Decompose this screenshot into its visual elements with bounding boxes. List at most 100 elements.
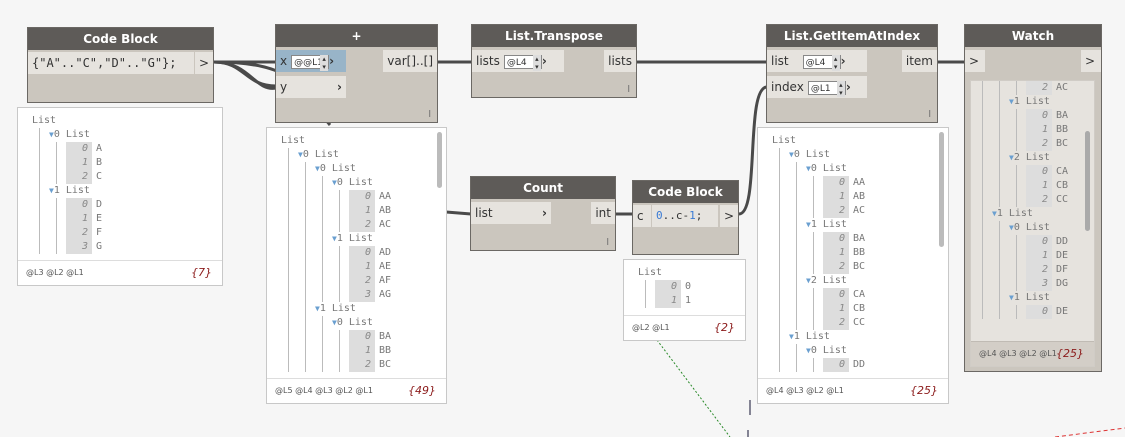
item-value: BB xyxy=(1056,124,1069,135)
input-port[interactable]: > xyxy=(965,50,985,72)
item-index: 0 xyxy=(823,288,849,302)
list-level[interactable]: @L4 xyxy=(802,54,841,71)
input-port-c[interactable]: c xyxy=(633,205,651,227)
expand-triangle-icon[interactable]: ▼ xyxy=(49,186,54,195)
output-port[interactable]: > xyxy=(720,205,738,227)
expand-triangle-icon[interactable]: ▼ xyxy=(789,332,794,341)
expand-triangle-icon[interactable]: ▼ xyxy=(332,318,337,327)
list-header[interactable]: List xyxy=(281,134,436,148)
list-header[interactable]: ▼0 List xyxy=(332,176,436,190)
code-block-node-1[interactable]: Code Block {"A".."C","D".."G"}; > xyxy=(27,27,214,103)
item-index: 0 xyxy=(349,330,375,344)
lacing-indicator[interactable]: l xyxy=(606,238,609,248)
list-level[interactable]: @L4 xyxy=(503,54,542,71)
count-node[interactable]: Count list› int l xyxy=(470,176,616,251)
list-header[interactable]: ▼0 List xyxy=(806,344,938,358)
list-index: 0 xyxy=(53,129,66,140)
code-editor[interactable]: 0..c-1; xyxy=(652,205,718,227)
list-header[interactable]: ▼1 List xyxy=(789,330,938,344)
expand-triangle-icon[interactable]: ▼ xyxy=(806,220,811,229)
list-header[interactable]: ▼0 List xyxy=(298,148,436,162)
list-index: 0 xyxy=(302,149,315,160)
list-header[interactable]: ▼1 List xyxy=(992,207,1084,221)
expand-triangle-icon[interactable]: ▼ xyxy=(789,150,794,159)
list-header[interactable]: ▼2 List xyxy=(806,274,938,288)
list-header[interactable]: ▼1 List xyxy=(315,302,436,316)
list-levels: @L3 @L2 @L1 xyxy=(26,268,84,277)
expand-triangle-icon[interactable]: ▼ xyxy=(992,209,997,218)
item-value: AA xyxy=(379,191,392,202)
expand-triangle-icon[interactable]: ▼ xyxy=(1009,293,1014,302)
code-editor[interactable]: {"A".."C","D".."G"}; xyxy=(28,52,194,74)
expand-triangle-icon[interactable]: ▼ xyxy=(332,234,337,243)
output-port[interactable]: int xyxy=(591,202,615,224)
get-item-at-index-node[interactable]: List.GetItemAtIndex list@L4› index@L1› i… xyxy=(766,24,938,123)
expand-triangle-icon[interactable]: ▼ xyxy=(315,304,320,313)
list-header[interactable]: ▼2 List xyxy=(1009,151,1084,165)
list-header[interactable]: ▼0 List xyxy=(332,316,436,330)
expand-triangle-icon[interactable]: ▼ xyxy=(49,130,54,139)
list-header[interactable]: List xyxy=(32,114,212,128)
code-block-node-2[interactable]: Code Block c 0..c-1; > xyxy=(632,180,739,255)
scrollbar[interactable] xyxy=(1085,131,1090,231)
input-port-lists[interactable]: lists@L4› xyxy=(472,50,564,72)
expand-triangle-icon[interactable]: ▼ xyxy=(1009,153,1014,162)
list-label: List xyxy=(638,267,663,278)
expand-triangle-icon[interactable]: ▼ xyxy=(806,276,811,285)
list-label: List xyxy=(331,303,356,314)
list-header[interactable]: ▼1 List xyxy=(1009,291,1084,305)
output-port[interactable]: > xyxy=(1081,50,1101,72)
expand-triangle-icon[interactable]: ▼ xyxy=(806,346,811,355)
list-header[interactable]: ▼1 List xyxy=(1009,95,1084,109)
list-header[interactable]: ▼1 List xyxy=(49,184,212,198)
list-header[interactable]: List xyxy=(638,266,735,280)
expand-triangle-icon[interactable]: ▼ xyxy=(315,164,320,173)
item-value: DE xyxy=(1056,306,1069,317)
input-port-y[interactable]: y› xyxy=(276,76,346,98)
item-value: CB xyxy=(1056,180,1069,191)
input-port-x[interactable]: x@@L1› xyxy=(276,50,346,72)
output-port[interactable]: lists xyxy=(604,50,636,72)
expand-triangle-icon[interactable]: ▼ xyxy=(1009,97,1014,106)
add-node[interactable]: + x@@L1› y› var[]..[] l xyxy=(275,24,438,123)
scrollbar[interactable] xyxy=(939,132,944,247)
scrollbar[interactable] xyxy=(437,132,442,188)
list-label: List xyxy=(1025,222,1050,233)
list-header[interactable]: ▼0 List xyxy=(1009,221,1084,235)
expand-triangle-icon[interactable]: ▼ xyxy=(806,164,811,173)
list-header[interactable]: ▼0 List xyxy=(49,128,212,142)
output-port[interactable]: var[]..[] xyxy=(383,50,437,72)
expand-triangle-icon[interactable]: ▼ xyxy=(332,178,337,187)
item-value: BB xyxy=(853,247,866,258)
input-port-list[interactable]: list› xyxy=(471,202,551,224)
list-transpose-node[interactable]: List.Transpose lists@L4› lists l xyxy=(471,24,637,98)
output-port[interactable]: > xyxy=(195,52,213,74)
list-header[interactable]: ▼1 List xyxy=(332,232,436,246)
lacing-indicator[interactable]: l xyxy=(627,85,630,95)
expand-triangle-icon[interactable]: ▼ xyxy=(298,150,303,159)
list-header[interactable]: ▼1 List xyxy=(806,218,938,232)
watch-node[interactable]: Watch > > List▼0 List▼0 List0AA1AB2AC▼1 … xyxy=(964,24,1102,372)
list-level[interactable]: @L1 xyxy=(807,80,846,97)
list-header[interactable]: ▼0 List xyxy=(789,148,938,162)
expand-triangle-icon[interactable]: ▼ xyxy=(1009,223,1014,232)
input-port-index[interactable]: index@L1› xyxy=(767,76,867,98)
list-level-x[interactable]: @@L1 xyxy=(291,54,330,71)
output-port[interactable]: item xyxy=(901,50,937,72)
input-port-list[interactable]: list@L4› xyxy=(767,50,867,72)
lacing-indicator[interactable]: l xyxy=(428,110,431,120)
list-header[interactable]: ▼0 List xyxy=(315,162,436,176)
chevron-right-icon: › xyxy=(541,54,547,68)
list-header[interactable]: List xyxy=(772,134,938,148)
list-header[interactable]: ▼0 List xyxy=(806,162,938,176)
lacing-indicator[interactable]: l xyxy=(928,110,931,120)
